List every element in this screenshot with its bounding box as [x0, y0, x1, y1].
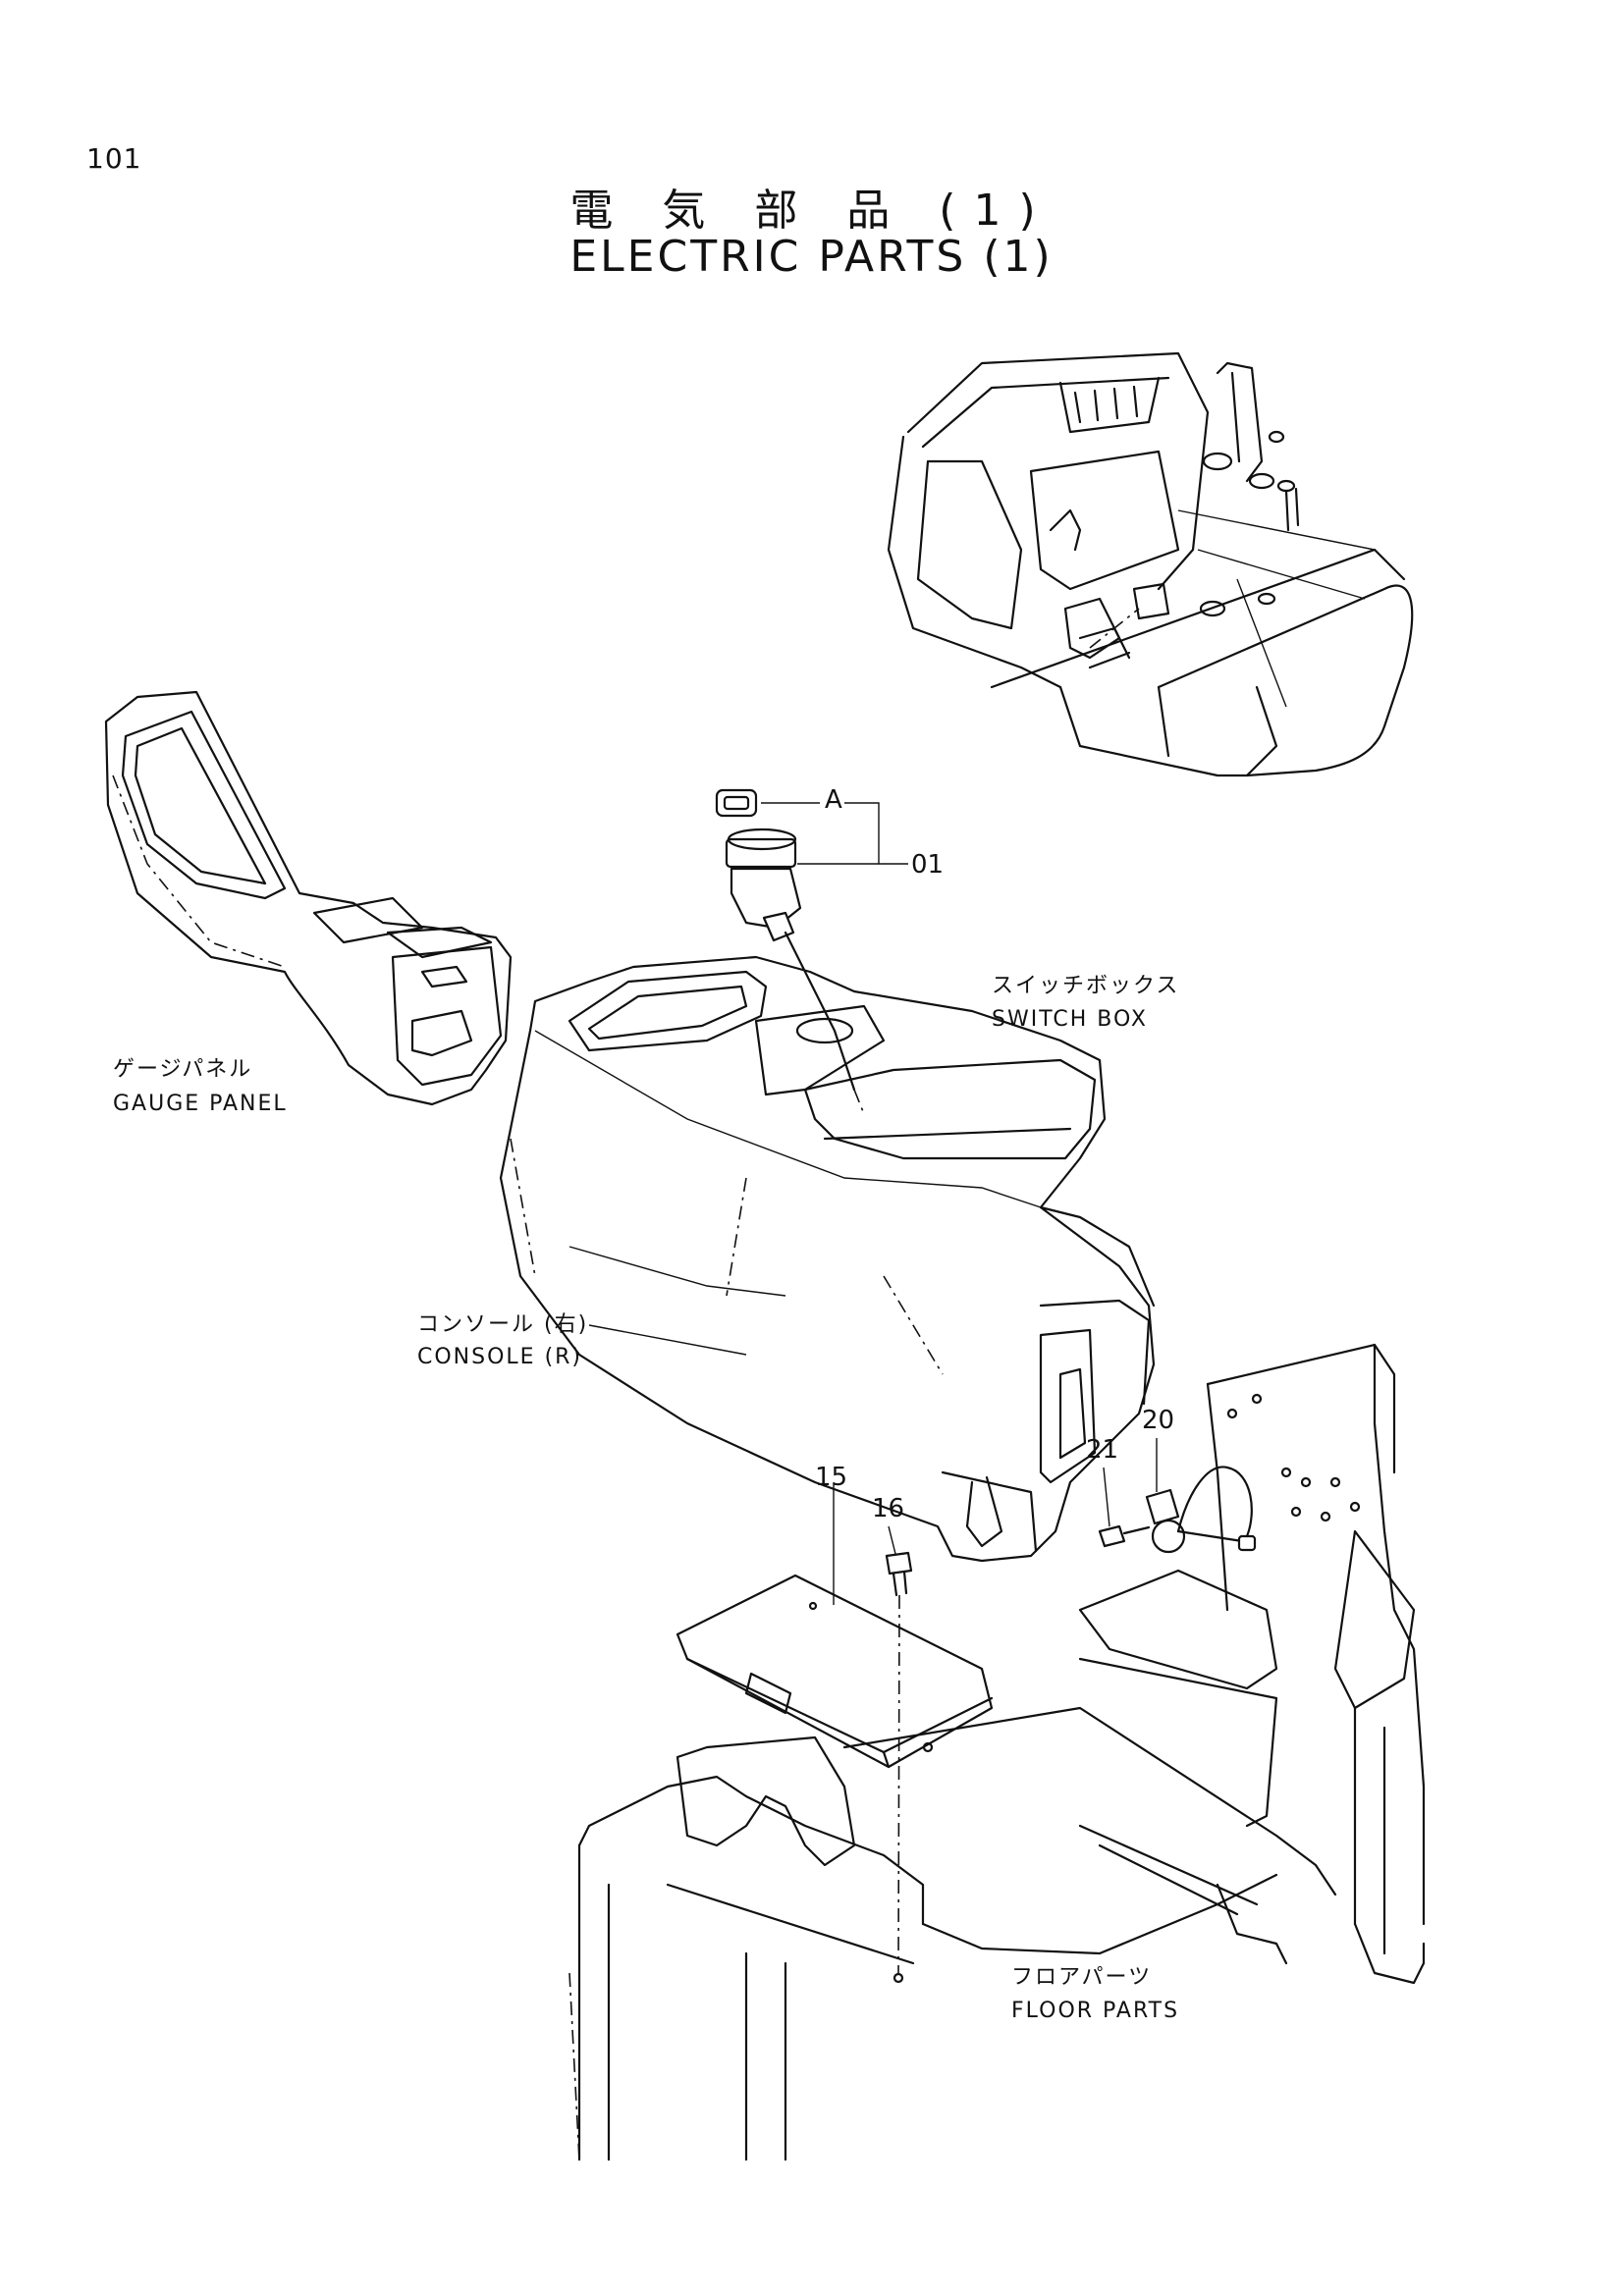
label-floor-parts-jp: フロアパーツ	[1011, 1965, 1153, 1990]
console-illustration	[499, 955, 1156, 1563]
label-floor-parts-en: FLOOR PARTS	[1011, 1999, 1180, 2023]
machine-overview-illustration	[887, 351, 1414, 777]
control-unit-illustration	[676, 1482, 994, 1984]
callout-a: A	[825, 785, 842, 815]
label-gauge-panel-jp: ゲージパネル	[113, 1057, 253, 1082]
label-gauge-panel-en: GAUGE PANEL	[113, 1092, 288, 1116]
page-number: 101	[86, 142, 142, 175]
relay-illustration	[1098, 1438, 1257, 1554]
callout-01: 01	[911, 850, 945, 880]
page-title-en: ELECTRIC PARTS (1)	[569, 232, 1054, 282]
callout-20: 20	[1142, 1406, 1175, 1435]
gauge-panel-illustration	[104, 690, 513, 1106]
key-switch-illustration	[715, 788, 908, 1115]
label-switch-box-en: SWITCH BOX	[992, 1007, 1148, 1032]
label-console-en: CONSOLE (R)	[417, 1345, 583, 1369]
page-title-jp: 電 気 部 品 (1)	[569, 186, 1054, 236]
floor-parts-illustration	[568, 1343, 1426, 2162]
label-switch-box-jp: スイッチボックス	[992, 974, 1180, 998]
